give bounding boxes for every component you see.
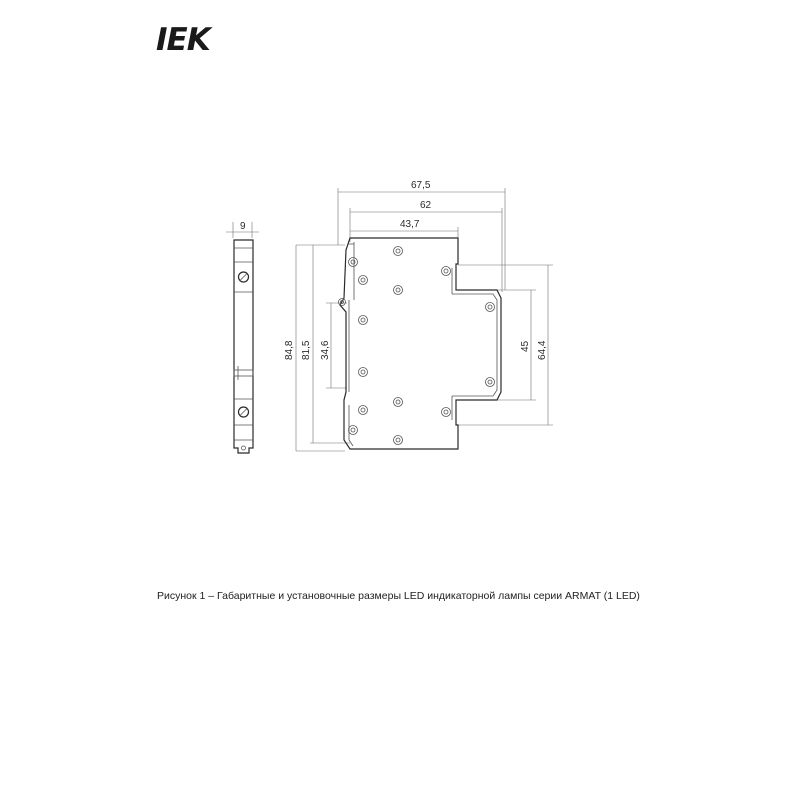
dim-width-62: 62 [420,200,432,211]
figure-caption: Рисунок 1 – Габаритные и установочные ра… [157,590,640,602]
iek-logo: IEK [156,22,214,58]
dim-total-width: 67,5 [411,180,431,191]
dim-height-84-8: 84,8 [284,340,295,360]
front-view: 67,5 62 43,7 84,8 81,5 34,6 45 64,4 [284,180,553,452]
dim-height-81-5: 81,5 [301,340,312,360]
dim-side-width: 9 [240,221,246,232]
dim-height-64-4: 64,4 [537,340,548,360]
iek-logo-lettering: IEK [156,22,213,58]
dim-width-43-7: 43,7 [400,219,420,230]
side-view: 9 [226,221,259,454]
dim-height-45: 45 [520,340,531,352]
dim-height-34-6: 34,6 [320,340,331,360]
